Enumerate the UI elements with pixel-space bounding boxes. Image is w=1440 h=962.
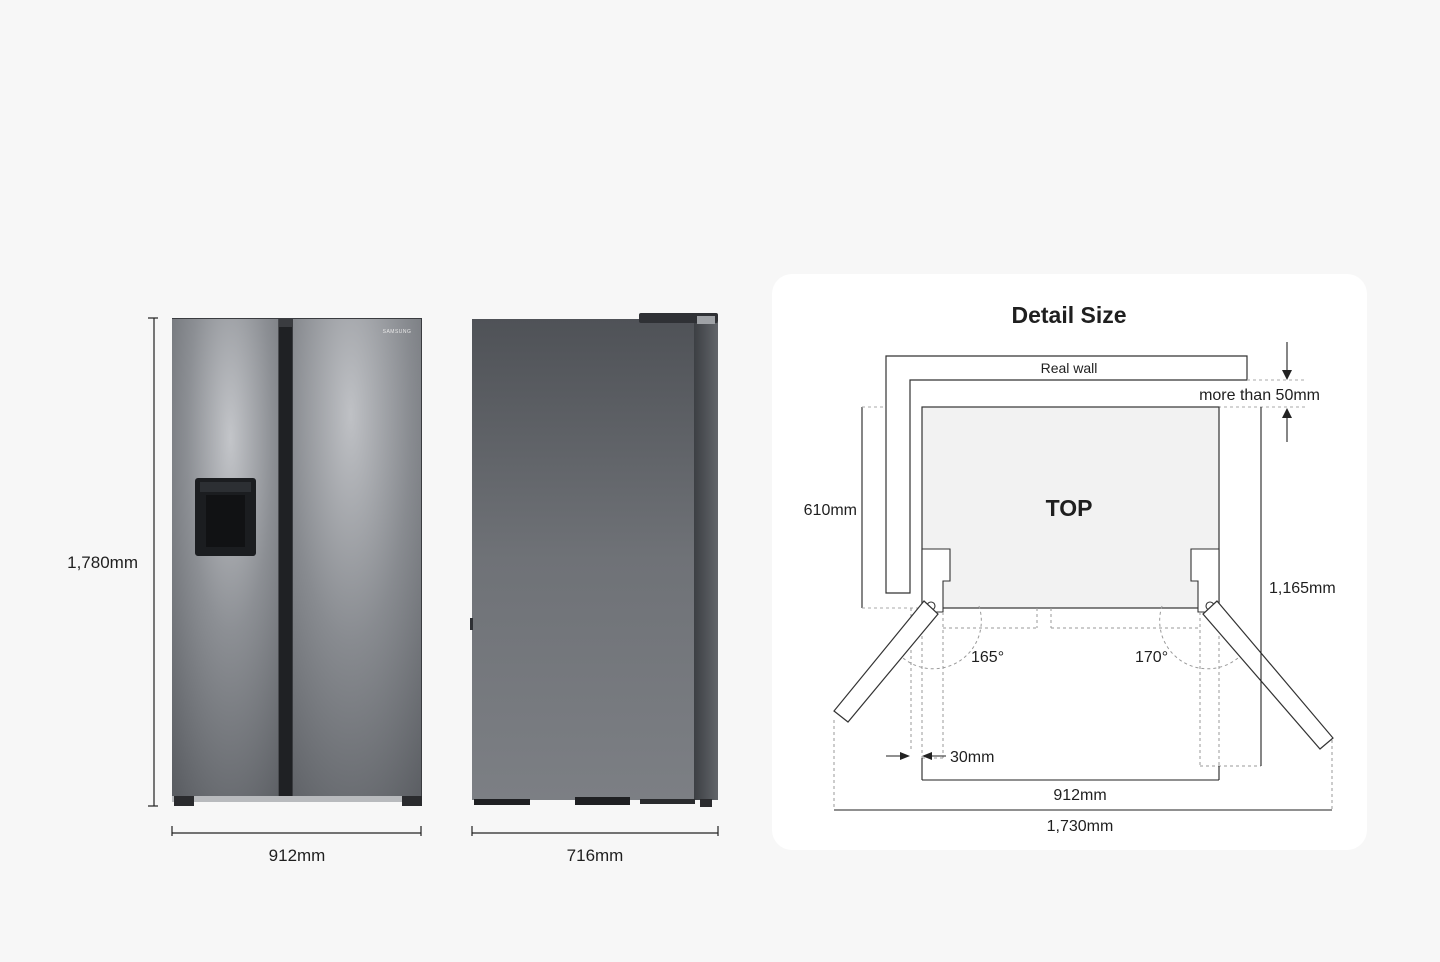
door-gap	[279, 327, 292, 797]
side-panel	[472, 319, 694, 800]
fridge-top-outline: TOP	[921, 406, 1220, 609]
front-height-dimension	[148, 317, 158, 807]
door-swing-guides	[833, 605, 1333, 810]
front-height-label: 1,780mm	[67, 553, 138, 572]
right-door	[293, 319, 421, 797]
side-depth-label: 716mm	[567, 846, 624, 865]
body-width-dimension	[921, 758, 1220, 781]
depth-bracket	[861, 406, 920, 609]
left-angle-label: 165°	[971, 649, 1004, 666]
top-label: TOP	[1046, 495, 1093, 521]
detail-card: Detail Size Real wall more than 50mm 610…	[772, 274, 1367, 850]
front-width-dimension	[171, 826, 422, 836]
front-view: 1,780mm SAMSUNG 912mm	[67, 317, 422, 865]
open-depth-label: 1,165mm	[1269, 580, 1336, 597]
clearance-label: more than 50mm	[1199, 387, 1320, 404]
brand-logo: SAMSUNG	[383, 329, 412, 335]
detail-title: Detail Size	[1011, 302, 1126, 328]
real-wall: Real wall	[885, 355, 1248, 594]
open-width-label: 1,730mm	[1047, 818, 1114, 835]
front-foot-left	[174, 796, 194, 806]
front-width-label: 912mm	[269, 846, 326, 865]
side-fridge	[470, 313, 718, 807]
front-fridge: SAMSUNG	[172, 318, 422, 806]
door-edge	[694, 322, 718, 800]
gap-indicator	[886, 752, 946, 760]
left-open-door	[833, 600, 939, 723]
side-view: 716mm	[470, 313, 719, 865]
open-doors	[833, 600, 1334, 750]
right-angle-label: 170°	[1135, 649, 1168, 666]
gap-label: 30mm	[950, 749, 994, 766]
body-width-label: 912mm	[1053, 787, 1106, 804]
side-depth-dimension	[471, 826, 719, 836]
right-open-door	[1202, 600, 1334, 750]
left-door	[172, 319, 278, 797]
depth-label: 610mm	[804, 502, 857, 519]
real-wall-label: Real wall	[1041, 360, 1098, 376]
front-foot-right	[402, 796, 422, 806]
